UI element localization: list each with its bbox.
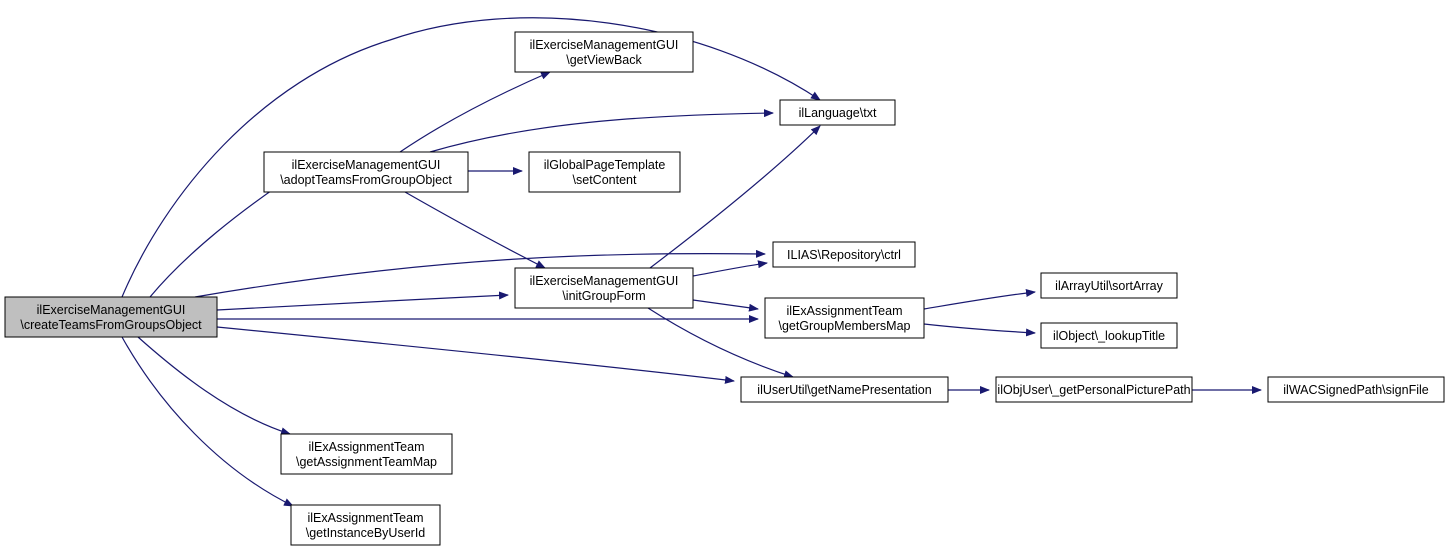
node-box-signfile[interactable] <box>1267 376 1445 403</box>
edge-root-to-txt <box>121 17 821 298</box>
node-namepres[interactable]: ilUserUtil\getNamePresentation <box>740 376 949 403</box>
node-teammap[interactable]: ilExAssignmentTeam\getAssignmentTeamMap <box>280 433 453 475</box>
node-signfile[interactable]: ilWACSignedPath\signFile <box>1267 376 1445 403</box>
nodes-layer: ilExerciseManagementGUI\createTeamsFromG… <box>4 31 1445 546</box>
node-groupmembers[interactable]: ilExAssignmentTeam\getGroupMembersMap <box>764 297 925 339</box>
node-label-picpath-line-0: ilObjUser\_getPersonalPicturePath <box>997 383 1190 397</box>
node-box-instance[interactable] <box>290 504 441 546</box>
node-picpath[interactable]: ilObjUser\_getPersonalPicturePath <box>995 376 1193 403</box>
node-label-ctrl-line-0: ILIAS\Repository\ctrl <box>787 248 901 262</box>
node-getviewback[interactable]: ilExerciseManagementGUI\getViewBack <box>514 31 694 73</box>
node-box-ctrl[interactable] <box>772 241 916 268</box>
node-setcontent[interactable]: ilGlobalPageTemplate\setContent <box>528 151 681 193</box>
node-label-instance-line-0: ilExAssignmentTeam <box>307 511 423 525</box>
node-label-setcontent-line-1: \setContent <box>573 173 637 187</box>
node-box-namepres[interactable] <box>740 376 949 403</box>
edge-root-to-initgroup <box>216 291 509 311</box>
node-root[interactable]: ilExerciseManagementGUI\createTeamsFromG… <box>4 296 218 338</box>
node-box-picpath[interactable] <box>995 376 1193 403</box>
node-label-signfile-line-0: ilWACSignedPath\signFile <box>1283 383 1428 397</box>
node-box-groupmembers[interactable] <box>764 297 925 339</box>
node-box-teammap[interactable] <box>280 433 453 475</box>
node-ctrl[interactable]: ILIAS\Repository\ctrl <box>772 241 916 268</box>
edge-root-to-instance <box>121 336 294 507</box>
node-label-txt-line-0: ilLanguage\txt <box>799 106 877 120</box>
node-label-initgroup-line-1: \initGroupForm <box>562 289 645 303</box>
node-label-namepres-line-0: ilUserUtil\getNamePresentation <box>757 383 931 397</box>
node-label-sortarray-line-0: ilArrayUtil\sortArray <box>1055 279 1163 293</box>
node-label-adopt-line-1: \adoptTeamsFromGroupObject <box>280 173 452 187</box>
edge-groupmembers-to-sortarray <box>923 289 1036 310</box>
edge-initgroup-to-ctrl <box>692 260 768 277</box>
node-instance[interactable]: ilExAssignmentTeam\getInstanceByUserId <box>290 504 441 546</box>
node-label-teammap-line-0: ilExAssignmentTeam <box>308 440 424 454</box>
node-label-root-line-0: ilExerciseManagementGUI <box>37 303 186 317</box>
node-box-txt[interactable] <box>779 99 896 126</box>
node-box-getviewback[interactable] <box>514 31 694 73</box>
edge-initgroup-to-namepres <box>647 307 794 379</box>
node-box-lookup[interactable] <box>1040 322 1178 349</box>
node-initgroup[interactable]: ilExerciseManagementGUI\initGroupForm <box>514 267 694 309</box>
edge-adopt-to-txt <box>429 109 774 153</box>
node-label-root-line-1: \createTeamsFromGroupsObject <box>20 318 202 332</box>
node-box-adopt[interactable] <box>263 151 469 193</box>
edge-root-to-teammap <box>137 336 291 436</box>
node-txt[interactable]: ilLanguage\txt <box>779 99 896 126</box>
edge-adopt-to-getviewback <box>399 71 551 153</box>
node-lookup[interactable]: ilObject\_lookupTitle <box>1040 322 1178 349</box>
node-label-getviewback-line-1: \getViewBack <box>566 53 642 67</box>
node-sortarray[interactable]: ilArrayUtil\sortArray <box>1040 272 1178 299</box>
node-box-initgroup[interactable] <box>514 267 694 309</box>
edges-layer <box>121 17 1262 507</box>
node-adopt[interactable]: ilExerciseManagementGUI\adoptTeamsFromGr… <box>263 151 469 193</box>
node-label-groupmembers-line-1: \getGroupMembersMap <box>778 319 910 333</box>
node-box-sortarray[interactable] <box>1040 272 1178 299</box>
node-box-root[interactable] <box>4 296 218 338</box>
edge-initgroup-to-txt <box>649 125 821 269</box>
node-label-lookup-line-0: ilObject\_lookupTitle <box>1053 329 1165 343</box>
edge-root-to-namepres <box>216 326 735 384</box>
edge-adopt-to-initgroup <box>404 191 546 269</box>
node-label-initgroup-line-0: ilExerciseManagementGUI <box>530 274 679 288</box>
node-label-instance-line-1: \getInstanceByUserId <box>306 526 426 540</box>
edge-initgroup-to-groupmembers <box>692 299 759 312</box>
node-label-setcontent-line-0: ilGlobalPageTemplate <box>544 158 666 172</box>
node-box-setcontent[interactable] <box>528 151 681 193</box>
node-label-groupmembers-line-0: ilExAssignmentTeam <box>786 304 902 318</box>
edge-groupmembers-to-lookup <box>923 323 1036 337</box>
node-label-adopt-line-0: ilExerciseManagementGUI <box>292 158 441 172</box>
edge-root-to-ctrl <box>194 249 766 298</box>
node-label-teammap-line-1: \getAssignmentTeamMap <box>296 455 437 469</box>
node-label-getviewback-line-0: ilExerciseManagementGUI <box>530 38 679 52</box>
